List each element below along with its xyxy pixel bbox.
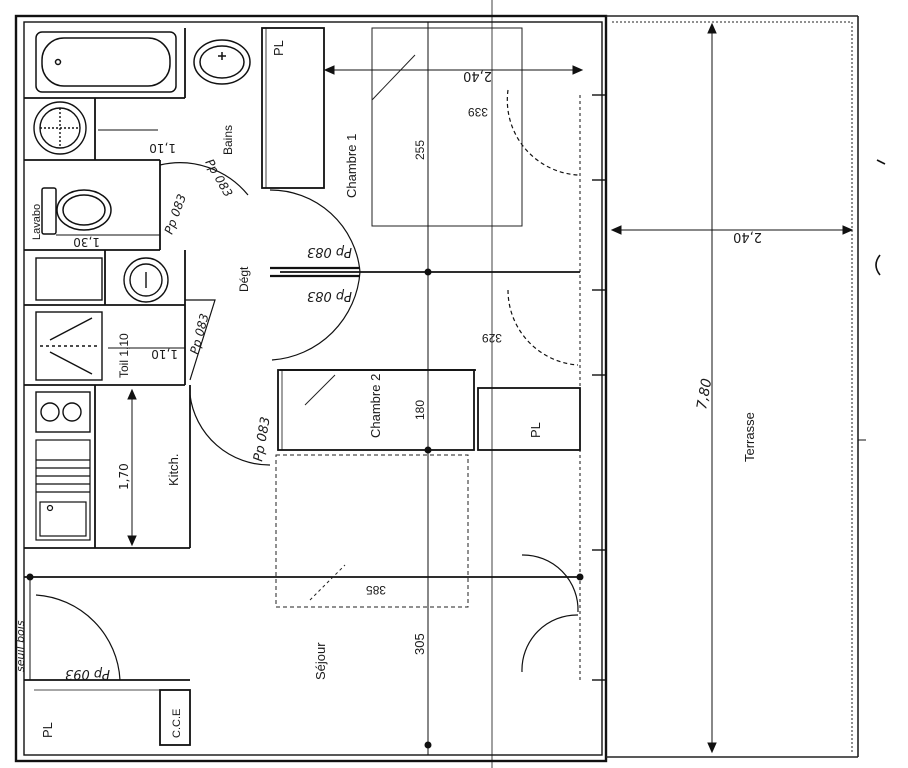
room-label-bains: Bains [221,125,235,155]
dimension-7-80: 7,80 [694,377,715,411]
room-label-chambre-1: Chambre 1 [344,134,359,198]
dimension-1-30: 1,30 [73,235,100,249]
room-label-degagement: Dégt [237,266,251,292]
door-swings [35,89,579,681]
dimension-lines [56,22,854,754]
dimension-385: 385 [366,583,386,597]
washbasin [33,101,87,155]
shower [35,257,103,381]
dimension-2-40-top: 2,40 [463,68,492,83]
window-marks [579,94,606,681]
door-label-c: Pp 083 [307,288,352,303]
room-label-kitchen: Kitch. [166,453,181,486]
room-label-chambre-2: Chambre 2 [368,374,383,438]
room-label-toilettes: Toil 1,10 [117,333,131,378]
dimension-1-70: 1,70 [117,463,131,490]
dimension-2-40-terrasse: 2,40 [733,229,762,244]
door-label-entree: Pp 093 [65,666,110,681]
room-label-sejour: Séjour [313,642,328,680]
hand-basin [123,257,169,303]
dimension-339: 339 [468,105,488,119]
label-seuil-bois: seuil bois [14,620,27,672]
closet-pl-bottom: PL [40,722,55,738]
dimension-1-10-bains: 1,10 [149,141,176,155]
cooktop [35,391,91,433]
dimension-255: 255 [413,140,427,160]
outer-walls [14,14,608,763]
bathtub [35,31,177,93]
terrace-outline [606,15,859,758]
axis-lines [26,0,584,768]
dimension-1-10-toilettes: 1,10 [151,347,178,361]
bathroom-sink [193,39,251,85]
closet-pl-top: PL [271,40,286,56]
door-label-b: Pp 083 [307,244,352,259]
room-label-terrasse: Terrasse [742,412,757,462]
dimension-305: 305 [412,633,427,655]
kitchen-sink [35,439,91,541]
dimension-180: 180 [413,400,427,420]
toilet [41,187,112,235]
margin-marks [858,159,886,441]
closet-pl-mid: PL [528,422,543,438]
furniture-outlines [275,27,523,608]
dimension-329: 329 [482,331,502,345]
label-cce: C.C.E [171,709,183,738]
label-lavabo: Lavabo [31,204,43,240]
